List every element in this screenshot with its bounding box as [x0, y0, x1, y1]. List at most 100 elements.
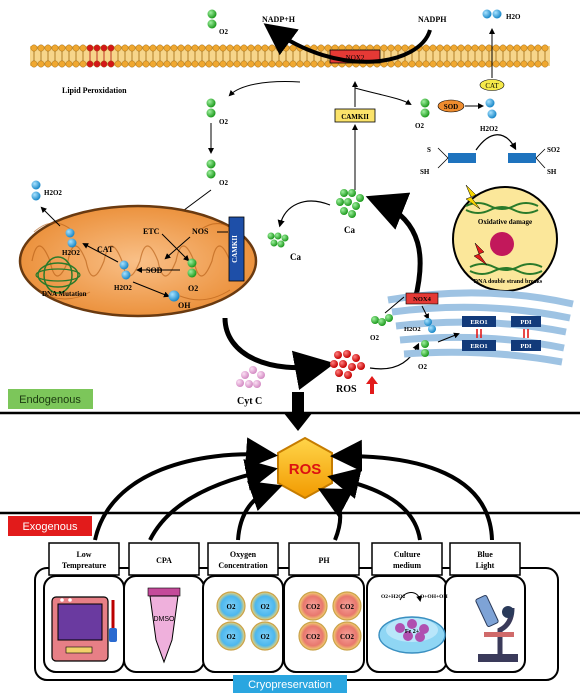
- co2-well-label: CO2: [306, 633, 321, 641]
- lipid-head: [107, 60, 115, 68]
- mito-cat-label: CAT: [97, 245, 114, 254]
- factor-label-line1: PH: [318, 556, 330, 565]
- h2o2-molecule-er: [424, 318, 436, 333]
- nadph-arrow: [263, 23, 432, 64]
- lipid-head: [170, 60, 178, 68]
- lipid-head: [205, 60, 213, 68]
- lipid-head: [247, 60, 255, 68]
- lipid-head: [163, 60, 171, 68]
- dmso-label: DMSO: [154, 616, 176, 623]
- lipid-head: [212, 44, 220, 52]
- o2-well-label: O2: [227, 603, 236, 611]
- lipid-head: [219, 60, 227, 68]
- lipid-head: [499, 60, 507, 68]
- er-o2-b-label: O2: [418, 363, 427, 371]
- lipid-head: [464, 44, 472, 52]
- o2-well-label: O2: [261, 633, 270, 641]
- lipid-head: [534, 44, 542, 52]
- mito-o2-label: O2: [188, 284, 198, 293]
- mito-sod-label: SOD: [146, 266, 163, 275]
- pdi-top-box: PDI: [511, 316, 541, 327]
- factor-header: [128, 542, 200, 576]
- lipid-head: [471, 60, 479, 68]
- lipid-head: [128, 44, 136, 52]
- lipid-head: [415, 60, 423, 68]
- ros-label: ROS: [336, 384, 357, 395]
- lipid-head: [506, 60, 514, 68]
- lipid-head: [107, 44, 115, 52]
- lipid-head: [485, 60, 493, 68]
- lipid-head: [37, 44, 45, 52]
- lipid-head: [163, 44, 171, 52]
- o2-sod-label: O2: [415, 122, 424, 130]
- lipid-head: [149, 44, 157, 52]
- lipid-head: [44, 60, 52, 68]
- o2-well-label: O2: [227, 633, 236, 641]
- lipid-head: [541, 60, 549, 68]
- protein-oxidation: S SH SO2 SH: [420, 134, 560, 176]
- camkii-box: CAMKII: [334, 108, 376, 123]
- cryopreservation-label: Cryopreservation: [248, 679, 332, 691]
- lipid-head: [457, 60, 465, 68]
- svg-text:SH: SH: [547, 168, 557, 176]
- lipid-head: [51, 60, 59, 68]
- pdi-bottom-box: PDI: [511, 340, 541, 351]
- h2o2-molecule-mid: [119, 260, 131, 280]
- camkii-mito-box: CAMKII: [228, 216, 245, 282]
- lipid-head: [65, 44, 73, 52]
- h2o2-top-right-label: H2O2: [480, 125, 498, 133]
- lipid-head: [268, 44, 276, 52]
- lipid-head: [303, 60, 311, 68]
- lipid-head: [317, 44, 325, 52]
- lipid-head: [261, 44, 269, 52]
- lipid-head: [121, 60, 129, 68]
- dna-mutation-label: DNA Mutation: [42, 290, 87, 298]
- lipid-head: [114, 60, 122, 68]
- svg-text:SO2: SO2: [547, 146, 560, 154]
- lipid-head: [296, 60, 304, 68]
- lipid-head: [527, 60, 535, 68]
- factor-label-line1: Blue: [477, 550, 493, 559]
- ca-left-label: Ca: [290, 252, 301, 262]
- fe-label: Fe 2+: [405, 629, 420, 635]
- lipid-head: [450, 44, 458, 52]
- h2o2-molecule-top-right: [485, 98, 497, 119]
- lightning-icon: [465, 184, 481, 210]
- o2-well-label: O2: [261, 603, 270, 611]
- lipid-head: [233, 60, 241, 68]
- factor-label-line1: Low: [76, 550, 91, 559]
- o2-molecule-left-a: [206, 98, 216, 118]
- ca-left-cluster: [267, 232, 289, 248]
- lipid-head: [205, 44, 213, 52]
- lipid-head: [135, 60, 143, 68]
- lipid-head: [387, 44, 395, 52]
- damaged-cell: Oxidative damage DNA double strand break…: [452, 184, 558, 292]
- lipid-head: [191, 44, 199, 52]
- lipid-head: [240, 44, 248, 52]
- lipid-head: [79, 60, 87, 68]
- ero1-bottom-box: ERO1: [462, 340, 496, 351]
- svg-text:ERO1: ERO1: [470, 343, 487, 350]
- lipid-head: [72, 44, 80, 52]
- lipid-head: [212, 60, 220, 68]
- co2-well: [298, 591, 328, 621]
- cyt-c-label: Cyt C: [237, 396, 262, 407]
- nadph-label: NADPH: [418, 15, 447, 24]
- lipid-head: [520, 60, 528, 68]
- lipid-head: [254, 60, 262, 68]
- down-arrow-icon: [283, 392, 313, 431]
- lipid-head: [93, 60, 101, 68]
- nox4-box: NOX4: [405, 292, 439, 305]
- lipid-head: [387, 60, 395, 68]
- lipid-head: [72, 60, 80, 68]
- o2-molecule-er-a: [371, 314, 393, 326]
- svg-text:PDI: PDI: [520, 319, 532, 326]
- lipid-head: [485, 44, 493, 52]
- lipid-head: [128, 60, 136, 68]
- lipid-head: [37, 60, 45, 68]
- svg-text:SOD: SOD: [444, 103, 458, 111]
- dmso-tube-icon: DMSO: [147, 587, 181, 664]
